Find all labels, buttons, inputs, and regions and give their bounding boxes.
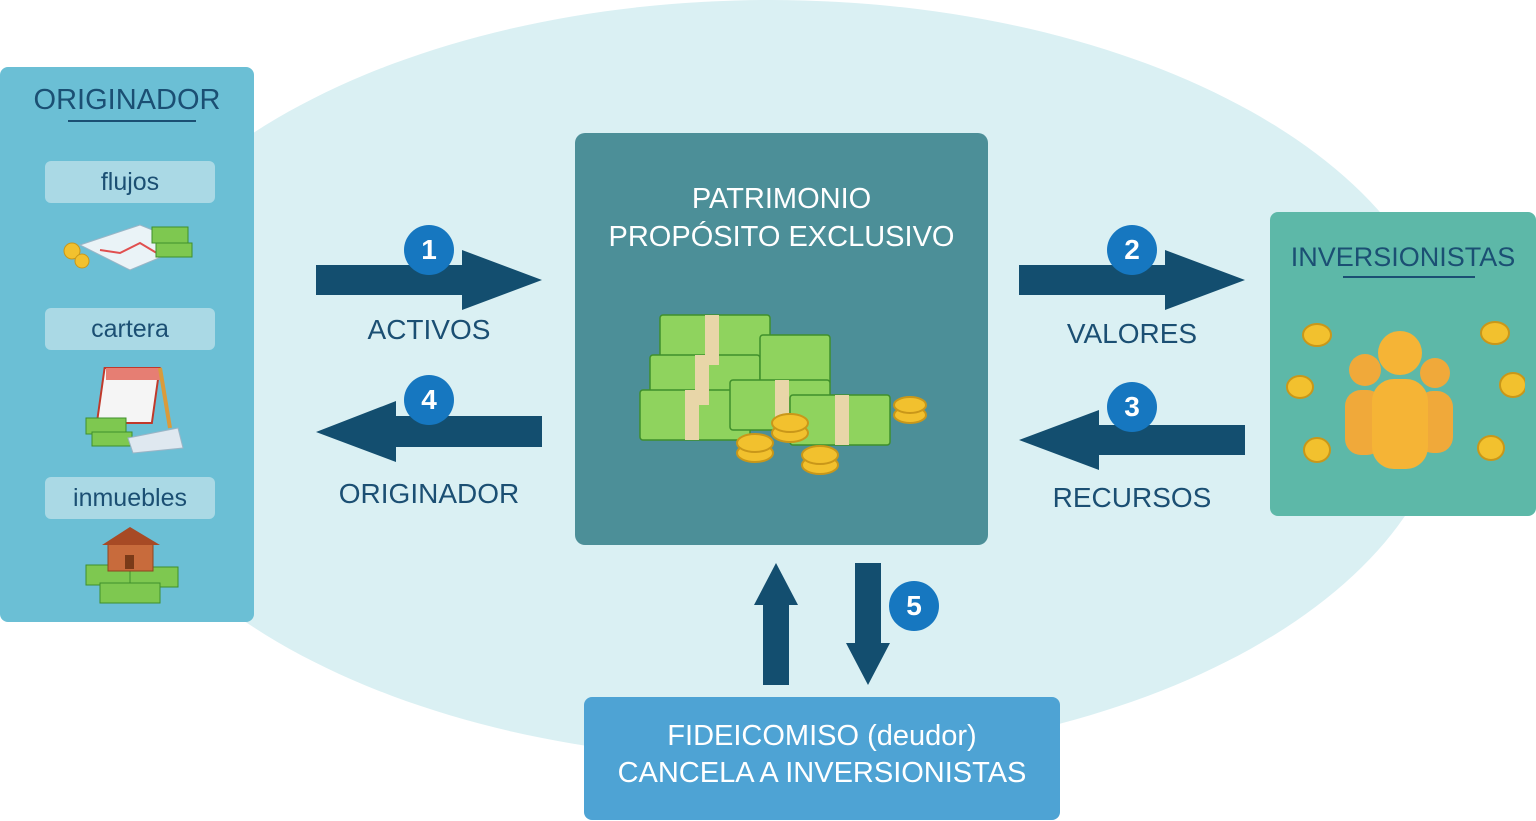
arrow-3-left [1019, 410, 1245, 470]
step-badge-4: 4 [404, 375, 454, 425]
inversionistas-title: INVERSIONISTAS [1290, 242, 1516, 272]
arrow-up [754, 563, 798, 685]
arrow-4-left [316, 401, 542, 462]
item-inmuebles: inmuebles [45, 477, 215, 519]
patrimonio-title-line1: PATRIMONIO [691, 183, 872, 215]
label-activos: ACTIVOS [367, 314, 491, 345]
arrow-2-right [1019, 250, 1245, 310]
item-cartera: cartera [45, 308, 215, 350]
arrow-5-down [846, 563, 890, 685]
fideicomiso-box [584, 697, 1060, 820]
fideicomiso-line1: FIDEICOMISO (deudor) [667, 720, 977, 752]
label-valores: VALORES [1066, 318, 1198, 349]
step-badge-5: 5 [889, 581, 939, 631]
money-stacks-icon [639, 314, 927, 475]
patrimonio-title-line2: PROPÓSITO EXCLUSIVO [608, 221, 955, 253]
title-underline [1343, 276, 1475, 278]
label-originador: ORIGINADOR [338, 478, 520, 509]
item-flujos: flujos [45, 161, 215, 203]
fideicomiso-line2: CANCELA A INVERSIONISTAS [617, 757, 1027, 789]
originador-title: ORIGINADOR [33, 84, 221, 116]
label-recursos: RECURSOS [1052, 482, 1212, 513]
step-badge-2: 2 [1107, 225, 1157, 275]
arrow-1-right [316, 250, 542, 310]
title-underline [68, 120, 196, 122]
cash-chart-icon [63, 224, 193, 271]
people-coins-icon [1286, 321, 1525, 469]
house-cash-icon [85, 527, 179, 604]
step-badge-3: 3 [1107, 382, 1157, 432]
step-badge-1: 1 [404, 225, 454, 275]
calendar-cash-icon [85, 367, 184, 454]
